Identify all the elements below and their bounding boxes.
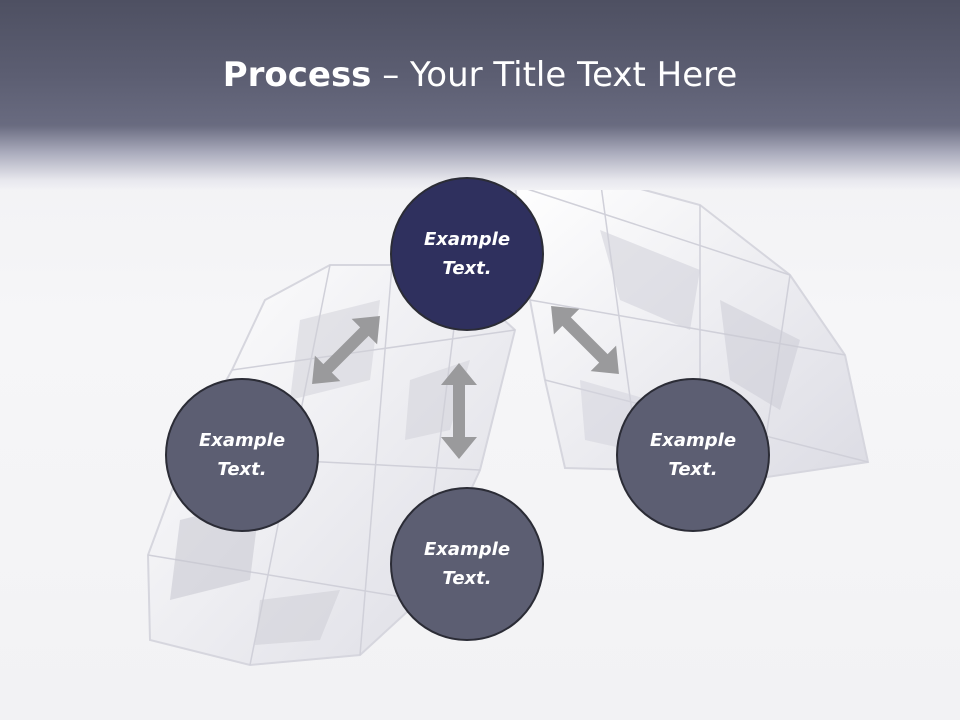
- bottom-node-line1: Example: [423, 539, 511, 560]
- bottom-node-line2: Text.: [442, 568, 492, 589]
- arrow-center-bottom: [441, 363, 477, 459]
- right-node-line1: Example: [649, 430, 737, 451]
- arrow-center-left: [312, 316, 380, 384]
- right-node: Example Text.: [616, 378, 770, 532]
- title-rest: – Your Title Text Here: [371, 55, 738, 95]
- center-node-line1: Example: [423, 229, 511, 250]
- title-bold: Process: [222, 55, 372, 95]
- center-node: Example Text.: [390, 177, 544, 331]
- header-band: Process – Your Title Text Here: [0, 0, 960, 190]
- arrow-center-right: [551, 306, 619, 374]
- left-node: Example Text.: [165, 378, 319, 532]
- slide-title: Process – Your Title Text Here: [0, 52, 960, 98]
- bottom-node: Example Text.: [390, 487, 544, 641]
- right-node-line2: Text.: [668, 459, 718, 480]
- left-node-line2: Text.: [217, 459, 267, 480]
- left-node-line1: Example: [198, 430, 286, 451]
- center-node-line2: Text.: [442, 258, 492, 279]
